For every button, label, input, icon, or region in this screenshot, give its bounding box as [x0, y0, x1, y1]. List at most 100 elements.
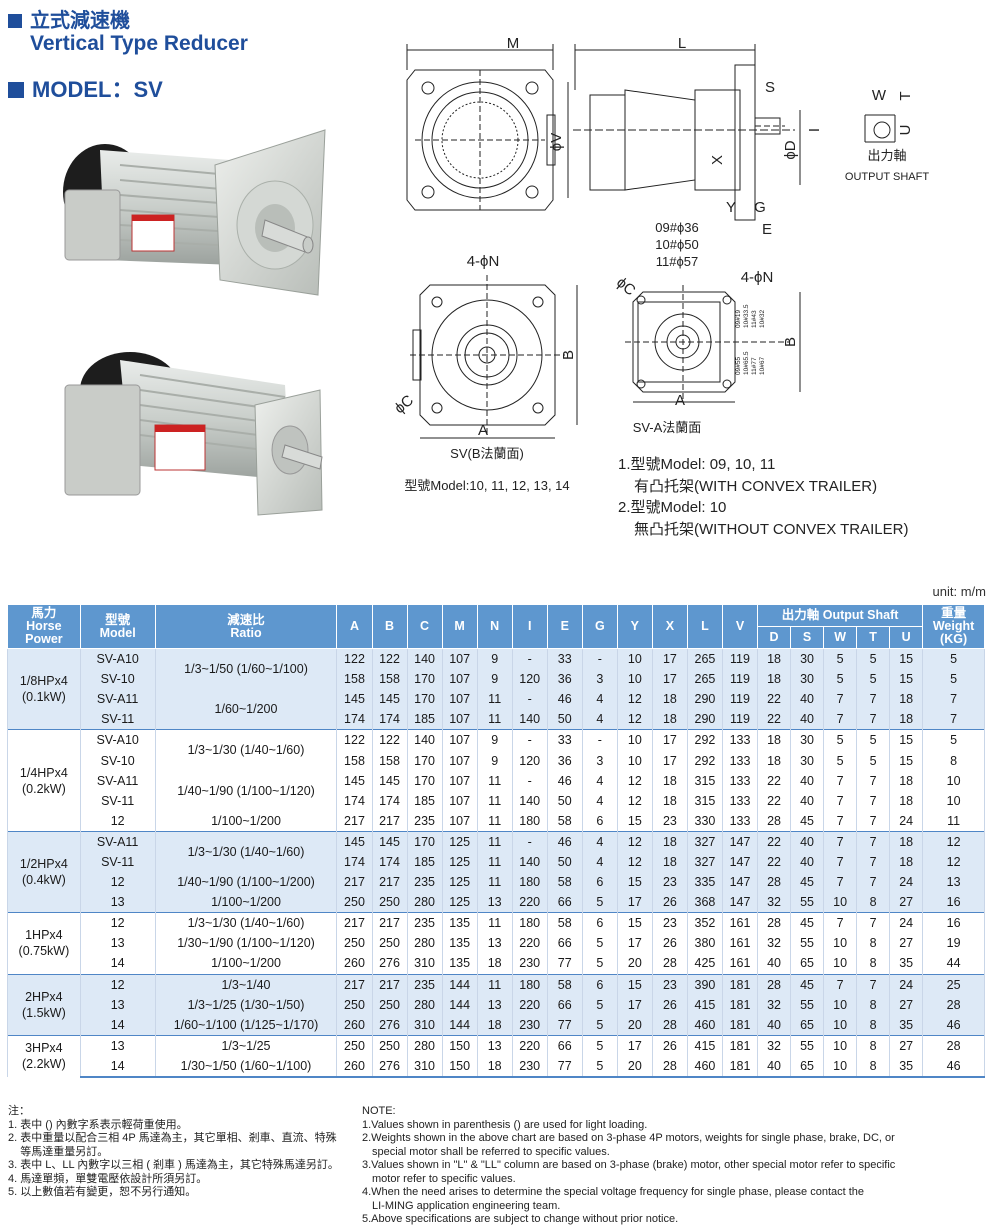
value-cell: 181	[721, 1034, 759, 1056]
value-cell: 7	[856, 709, 891, 730]
value-cell: 11	[476, 689, 513, 710]
value-cell: 260	[336, 953, 373, 974]
header-A: A	[336, 604, 373, 649]
value-cell: 40	[790, 851, 825, 873]
value-cell: 235	[406, 872, 443, 893]
output-shaft-zh: 出力軸	[867, 148, 906, 163]
dim-U: U	[897, 125, 914, 136]
footnote-zh-line: 2. 表中重量以配合三相 4P 馬達為主，其它單相、剎車、直流、特殊	[8, 1132, 337, 1144]
footnote-en-line: 3.Values shown in "L" & "LL" column are …	[362, 1159, 896, 1171]
output-shaft-en: OUTPUT SHAFT	[845, 171, 929, 183]
value-cell: 40	[757, 1055, 792, 1078]
page-title-en: Vertical Type Reducer	[30, 32, 248, 55]
value-cell: 58	[546, 872, 583, 893]
model-cell: 12	[79, 872, 156, 893]
motor-photo-2	[64, 352, 323, 516]
sv-caption: SV(B法蘭面)	[450, 446, 524, 461]
value-cell: 174	[336, 790, 373, 811]
value-cell: 17	[616, 933, 653, 954]
model-square-icon	[8, 82, 24, 98]
value-cell: 122	[371, 648, 408, 670]
value-cell: 140	[406, 648, 443, 670]
value-cell: 119	[721, 689, 759, 710]
value-cell: 7	[823, 973, 858, 995]
value-cell: 4	[581, 770, 618, 791]
horse-power-text: (0.1kW)	[22, 690, 66, 705]
value-cell: 315	[686, 770, 723, 791]
value-cell: 26	[651, 892, 688, 913]
value-cell: 3	[581, 669, 618, 690]
sva-C: ϕC	[613, 274, 639, 299]
value-cell: 9	[476, 669, 513, 690]
small-label-6: 10#65.5	[743, 351, 750, 375]
footnote-zh-line: 5. 以上數值若有變更，恕不另行通知。	[8, 1186, 197, 1198]
value-cell: 310	[406, 1014, 443, 1036]
value-cell: 66	[546, 892, 583, 913]
header-B: B	[371, 604, 408, 649]
value-cell: 22	[757, 709, 792, 730]
value-cell: 5	[922, 648, 985, 670]
value-cell: 7	[922, 689, 985, 710]
footnote-en-line: 4.When the need arises to determine the …	[362, 1186, 865, 1198]
model-cell: SV-11	[79, 851, 156, 873]
value-cell: 7	[856, 872, 891, 893]
value-cell: 144	[441, 994, 478, 1015]
value-cell: 24	[889, 872, 924, 893]
horse-power-text: 1/4HPx4	[19, 765, 68, 780]
dim-I: I	[806, 128, 823, 132]
model-note-1: 1.型號Model: 09, 10, 11	[618, 456, 776, 473]
value-cell: 10	[922, 790, 985, 811]
value-cell: -	[511, 830, 548, 852]
value-cell: 5	[856, 750, 891, 771]
value-cell: 66	[546, 1034, 583, 1056]
horse-power-cell: 1/4HPx4(0.2kW)	[7, 729, 81, 832]
ratio-cell: 1/30~1/90 (1/100~1/120)	[154, 933, 338, 954]
value-cell: 32	[757, 1034, 792, 1056]
value-cell: 120	[511, 750, 548, 771]
footnote-en-line: motor refer to specific values.	[372, 1172, 516, 1185]
value-cell: 18	[651, 770, 688, 791]
value-cell: 276	[371, 953, 408, 974]
value-cell: 45	[790, 973, 825, 995]
value-cell: 10	[823, 1055, 858, 1078]
ratio-cell: 1/3~1/25 (1/30~1/50)	[154, 994, 338, 1015]
value-cell: 135	[441, 953, 478, 974]
value-cell: 35	[889, 1014, 924, 1036]
value-cell: 11	[476, 790, 513, 811]
value-cell: 12	[922, 830, 985, 852]
value-cell: 58	[546, 912, 583, 934]
value-cell: 7	[856, 790, 891, 811]
value-cell: 16	[922, 912, 985, 934]
value-cell: 107	[441, 709, 478, 730]
model-text: MODEL：SV	[32, 77, 163, 102]
value-cell: 33	[546, 729, 583, 751]
value-cell: 147	[721, 830, 759, 852]
footnote-zh-line: 1. 表中 () 內數字系表示輕荷重使用。	[8, 1118, 188, 1131]
value-cell: 135	[441, 933, 478, 954]
horse-power-text: (1.5kW)	[22, 1005, 66, 1020]
value-cell: 10	[922, 770, 985, 791]
footnote-en-line: NOTE:	[362, 1105, 396, 1117]
value-cell: 11	[922, 810, 985, 832]
value-cell: 250	[371, 892, 408, 913]
value-cell: 147	[721, 872, 759, 893]
value-cell: 55	[790, 933, 825, 954]
value-cell: 170	[406, 830, 443, 852]
value-cell: 58	[546, 973, 583, 995]
small-label-5: 09#55	[735, 357, 742, 375]
value-cell: 265	[686, 648, 723, 670]
value-cell: 7	[823, 830, 858, 852]
value-cell: 235	[406, 810, 443, 832]
value-cell: 23	[651, 810, 688, 832]
value-cell: 13	[922, 872, 985, 893]
value-cell: 217	[336, 810, 373, 832]
value-cell: 107	[441, 750, 478, 771]
value-cell: 6	[581, 872, 618, 893]
horse-power-text: 1HPx4	[25, 928, 63, 943]
value-cell: 330	[686, 810, 723, 832]
value-cell: 122	[371, 729, 408, 751]
value-cell: 18	[757, 729, 792, 751]
model-cell: SV-A11	[79, 689, 156, 710]
